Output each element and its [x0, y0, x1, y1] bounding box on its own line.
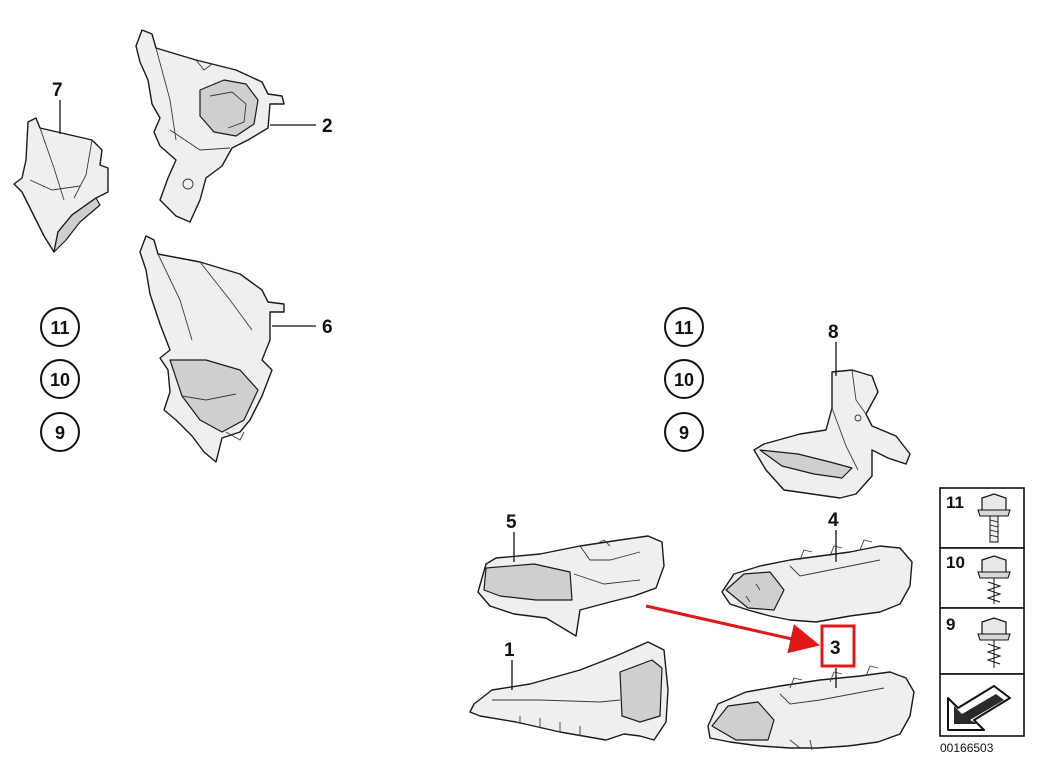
circle-9-right: [664, 412, 704, 452]
label-2: 2: [322, 116, 333, 137]
label-8: 8: [828, 322, 839, 343]
part-2-duct: [135, 29, 285, 223]
circle-11-left-text: 11: [50, 318, 69, 338]
label-3: 3: [830, 638, 841, 659]
part-8-duct: [753, 369, 911, 499]
fastener-legend: 11 10 9: [939, 487, 1025, 737]
legend-10-text: 10: [946, 553, 965, 572]
label-4: 4: [828, 510, 839, 531]
part-3-duct: [707, 665, 915, 751]
label-7: 7: [52, 80, 63, 101]
highlight-arrow: [645, 604, 820, 654]
label-5: 5: [506, 512, 517, 533]
bolt-11-icon: [977, 493, 1011, 543]
label-6: 6: [322, 317, 333, 338]
label-1: 1: [504, 640, 515, 661]
circle-10-left-text: 10: [50, 370, 70, 390]
legend-box-9: [939, 607, 1025, 675]
part-4-duct: [721, 539, 913, 623]
circle-9-left: [40, 412, 80, 452]
circled-numbers-left: 11 10 9: [40, 307, 80, 452]
diagram-code: 00166503: [940, 741, 994, 755]
circle-10-right: [664, 359, 704, 399]
circle-10-left: [40, 359, 80, 399]
circle-11-left: [40, 307, 80, 347]
part-5-duct: [477, 535, 665, 637]
circle-9-right-text: 9: [679, 423, 689, 443]
part-7-duct: [13, 117, 109, 253]
label-3-highlight: [820, 624, 856, 668]
circle-10-right-text: 10: [674, 370, 694, 390]
circle-9-left-text: 9: [55, 423, 65, 443]
part-1-duct: [469, 641, 669, 741]
circle-11-right: [664, 307, 704, 347]
part-6-duct: [139, 235, 285, 463]
circle-11-right-text: 11: [674, 318, 693, 338]
circled-numbers-right: 11 10 9: [664, 307, 704, 452]
bolt-9-icon: [977, 617, 1011, 668]
bolt-10-icon: [977, 555, 1011, 604]
direction-arrow-icon: [947, 685, 1011, 731]
legend-11-text: 11: [946, 493, 964, 512]
legend-9-text: 9: [946, 615, 955, 634]
